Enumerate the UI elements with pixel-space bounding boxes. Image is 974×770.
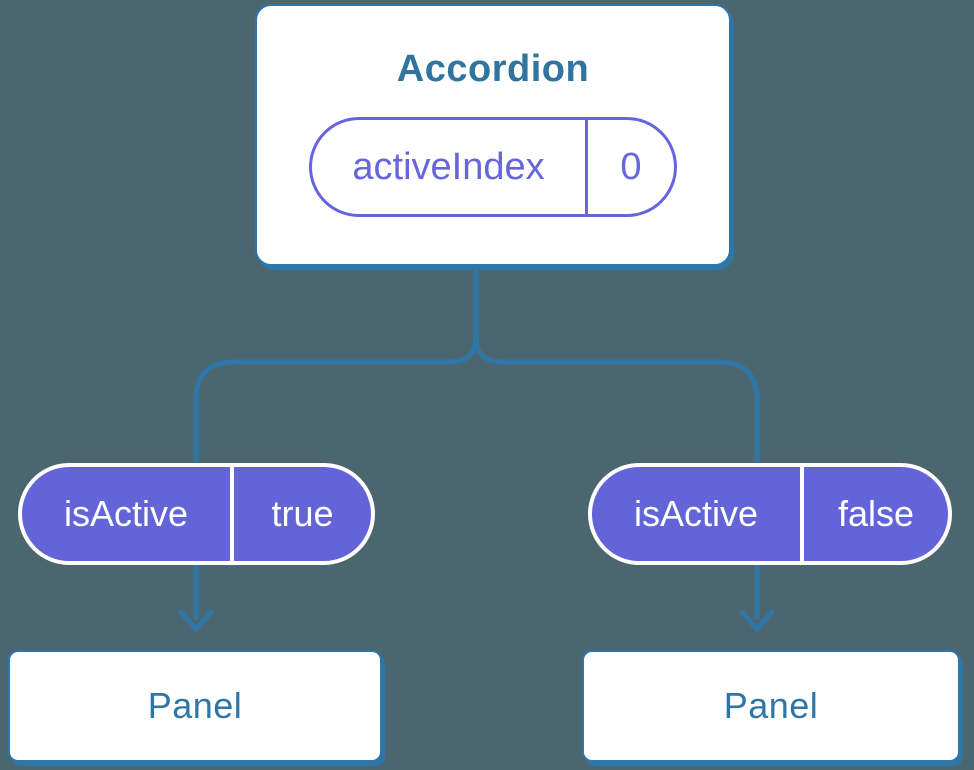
panel-card-left: Panel <box>8 650 382 762</box>
prop-pill-label: isActive <box>633 493 759 534</box>
state-pill-divider <box>585 120 588 214</box>
branch-line-left <box>193 263 479 621</box>
panel-label: Panel <box>147 685 243 726</box>
arrow-down-icon <box>178 609 214 632</box>
panel-card-right: Panel <box>582 650 960 762</box>
accordion-card: Accordion activeIndex 0 <box>255 4 731 266</box>
prop-pill-value: true <box>271 493 334 534</box>
arrow-down-icon <box>739 609 775 632</box>
state-pill-value: 0 <box>620 145 642 188</box>
prop-pill-value: false <box>837 493 915 534</box>
prop-pill-isactive-false: isActive false <box>588 463 952 565</box>
branch-line-right <box>473 263 760 621</box>
accordion-title: Accordion <box>396 48 590 90</box>
panel-label: Panel <box>723 685 819 726</box>
prop-pill-label: isActive <box>63 493 189 534</box>
state-pill: activeIndex 0 <box>309 117 677 217</box>
state-pill-label: activeIndex <box>352 145 545 188</box>
prop-pill-divider <box>800 467 804 561</box>
prop-pill-isactive-true: isActive true <box>18 463 375 565</box>
prop-pill-divider <box>230 467 234 561</box>
